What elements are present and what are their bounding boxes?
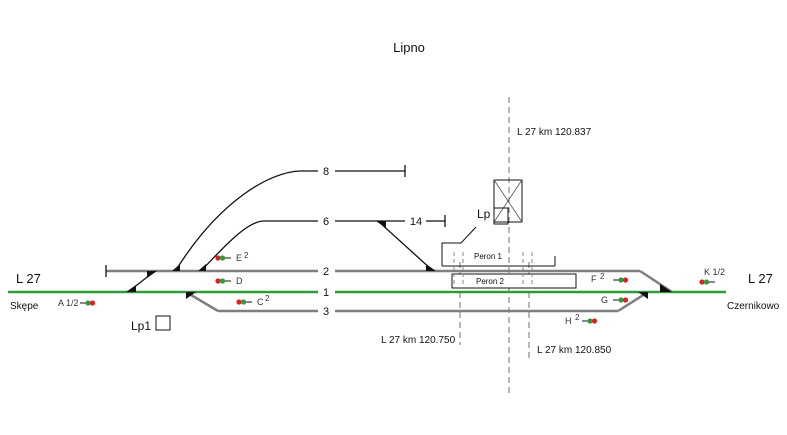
- track-1-label: 1: [323, 287, 329, 299]
- signal-f-label: F: [591, 274, 597, 284]
- signal-c-sup: 2: [265, 294, 270, 303]
- line-label-left: L 27: [16, 271, 41, 286]
- station-right: Czernikowo: [727, 301, 780, 312]
- signal-e-sup: 2: [244, 251, 249, 260]
- signal-h-sup: 2: [575, 313, 580, 322]
- platform-2-label: Peron 2: [476, 277, 505, 286]
- signal-f[interactable]: [613, 277, 629, 283]
- signal-h[interactable]: [582, 318, 598, 324]
- station-title: Lipno: [393, 40, 425, 55]
- track-8: [175, 165, 406, 271]
- signal-g-label: G: [601, 295, 608, 305]
- post-lp1-label: Lp1: [131, 319, 151, 333]
- track-1-main: [8, 270, 726, 294]
- signal-f-sup: 2: [600, 272, 605, 281]
- track-14-label: 14: [410, 216, 422, 228]
- signal-k-label: K 1/2: [704, 267, 725, 277]
- signal-a[interactable]: [80, 300, 96, 306]
- km-label-120837: L 27 km 120.837: [517, 127, 592, 138]
- post-lp-box: [493, 207, 509, 225]
- signal-h-label: H: [565, 316, 572, 326]
- track-2: [105, 265, 673, 294]
- post-lp1-box: [155, 315, 171, 331]
- km-label-120750: L 27 km 120.750: [381, 335, 456, 346]
- track-3: [185, 290, 649, 313]
- line-label-right: L 27: [748, 271, 773, 286]
- signal-e[interactable]: [215, 255, 231, 261]
- signal-a-label: A 1/2: [58, 298, 79, 308]
- signal-g[interactable]: [613, 297, 629, 303]
- track-6-label: 6: [323, 216, 329, 228]
- track-8-label: 8: [323, 166, 329, 178]
- station-left: Skępe: [10, 301, 39, 312]
- signal-d-label: D: [236, 276, 243, 286]
- km-label-120850: L 27 km 120.850: [537, 345, 612, 356]
- track-3-label: 3: [323, 306, 329, 318]
- signal-k[interactable]: [699, 279, 715, 285]
- platform-2: [451, 273, 577, 289]
- signal-c[interactable]: [236, 299, 252, 305]
- switch-markers: [126, 221, 672, 299]
- signal-e-label: E: [236, 253, 242, 263]
- platform-1-label: Peron 1: [474, 252, 503, 261]
- track-6: [201, 220, 433, 271]
- signal-d[interactable]: [215, 278, 231, 284]
- signal-c-label: C: [257, 297, 264, 307]
- track-14: [426, 215, 446, 227]
- track-2-label: 2: [323, 266, 329, 278]
- platform-1: [441, 226, 556, 267]
- post-lp-label: Lp: [477, 207, 491, 221]
- platform-edge-markers: [453, 252, 533, 286]
